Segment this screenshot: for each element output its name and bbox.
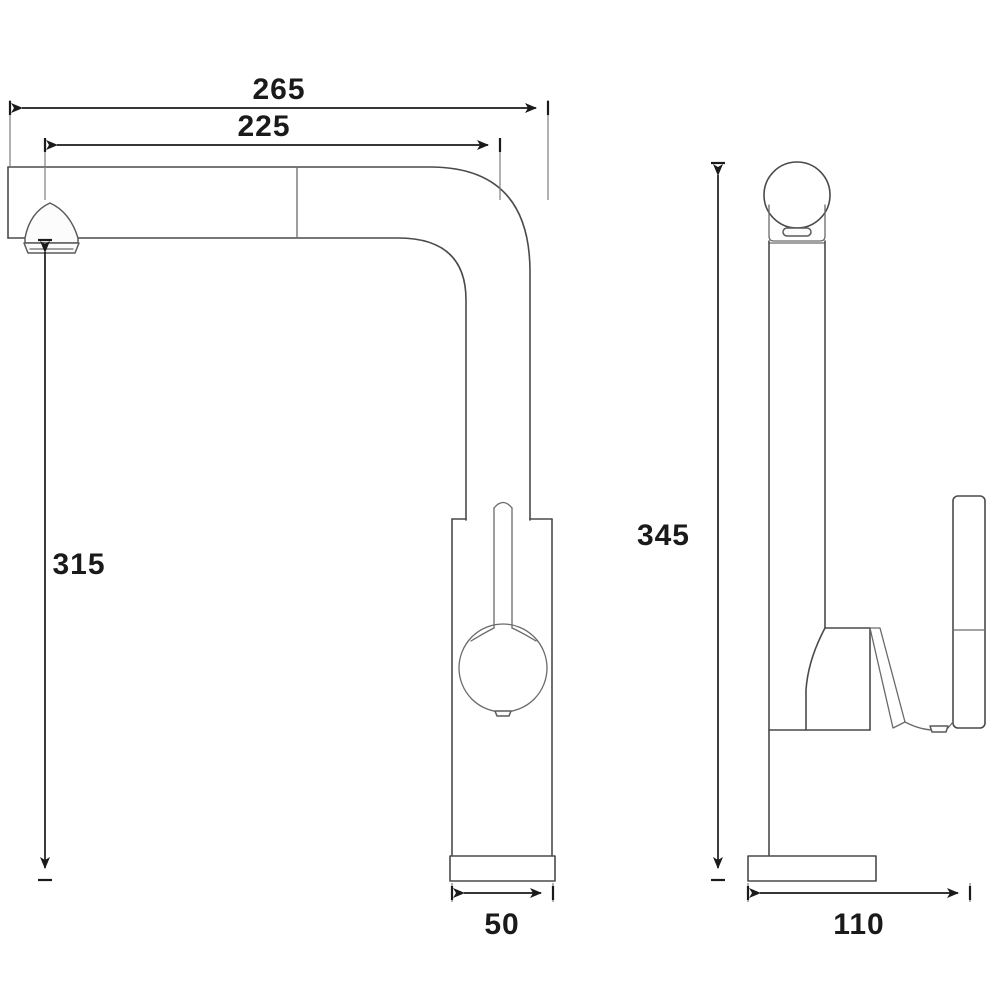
spray-head-collar: [768, 204, 826, 242]
handle-fillet-right: [511, 627, 537, 642]
dim-label-110: 110: [833, 908, 884, 941]
dim-label-345: 345: [637, 519, 690, 552]
spray-head-circle: [763, 161, 831, 229]
base-escutcheon-plate: [449, 855, 556, 882]
handle-loop-bottom-tab: [494, 710, 512, 717]
aerator-ring: [23, 242, 80, 254]
dim-label-315-backdrop: [55, 545, 111, 585]
base-escutcheon-plate-side: [747, 855, 877, 882]
dim-label-315: 315: [52, 548, 105, 581]
dimension-base-width-front: 50: [450, 883, 555, 941]
lever-handle-bar: [952, 495, 986, 729]
spout-arm-inner-profile: [7, 237, 467, 521]
lever-arm-tip-tab: [929, 725, 949, 733]
dim-label-265: 265: [252, 73, 305, 106]
handle-shoulder-bevel: [805, 627, 826, 731]
dimension-spout-inner-reach: 225: [43, 110, 502, 200]
handle-loop-ring: [458, 623, 548, 713]
dimension-overall-height: 345: [637, 161, 725, 882]
side-view-geometry: [747, 161, 986, 882]
spray-head-button: [782, 227, 812, 237]
aerator-cone: [24, 202, 79, 244]
tap-body-column-sides: [451, 518, 553, 859]
dimension-spout-height: 315: [38, 238, 111, 882]
handle-fillet-left: [470, 627, 495, 642]
dim-label-225: 225: [237, 110, 290, 143]
lever-arm-wedge: [869, 627, 906, 729]
dim-label-50: 50: [484, 908, 519, 941]
front-view-geometry: [7, 166, 556, 882]
handle-stem-top-cap: [493, 501, 513, 509]
dimension-spout-overall-reach: 265: [8, 73, 550, 200]
dimension-base-depth-side: 110: [746, 883, 972, 941]
